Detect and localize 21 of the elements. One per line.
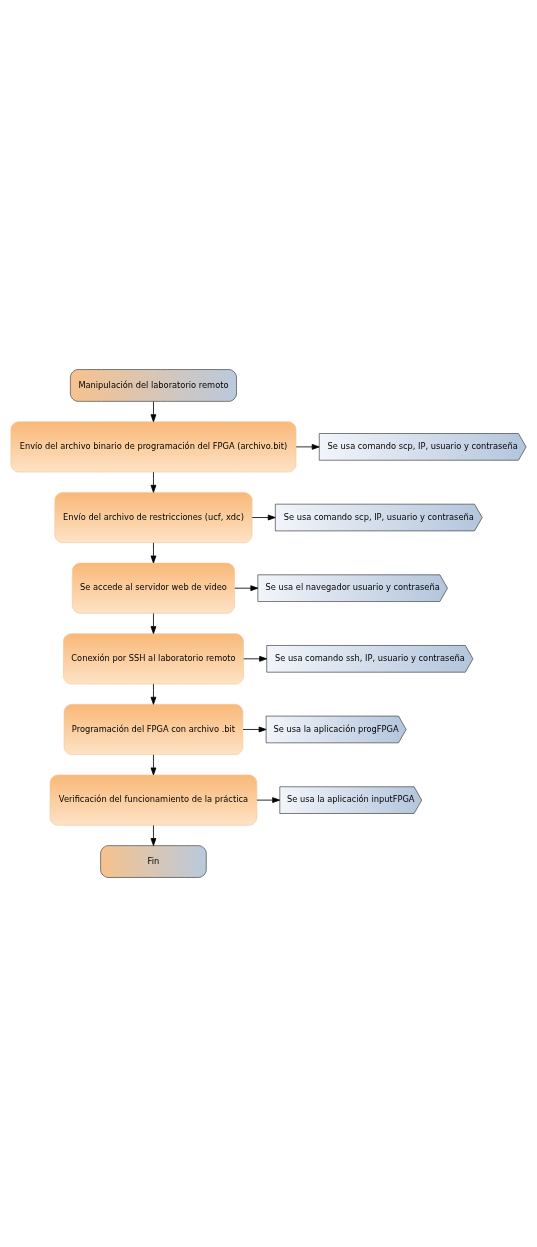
arrow <box>234 585 259 592</box>
arrow <box>243 655 268 662</box>
arrow <box>242 726 267 733</box>
node-box: Verificación del funcionamiento de la práctica <box>49 774 258 826</box>
node-box: Conexión por SSH al laboratorio remoto <box>63 633 244 685</box>
arrow <box>150 471 157 493</box>
arrow <box>150 754 157 776</box>
arrow <box>150 683 157 705</box>
node-box: Programación del FPGA con archivo .bit <box>63 704 244 755</box>
node-box: Fin <box>100 845 207 878</box>
arrow <box>150 825 157 846</box>
arrow <box>251 514 276 521</box>
arrow <box>150 401 157 423</box>
node-box: Envío del archivo binario de programación del FPGA (archivo.bit) <box>10 421 297 473</box>
arrow <box>150 542 157 564</box>
node-box: Se accede al servidor web de video <box>72 562 235 614</box>
arrow <box>150 613 157 635</box>
arrow <box>295 444 320 450</box>
node-box: Envío del archivo de restricciones (ucf, xdc) <box>54 492 253 543</box>
arrow <box>256 797 281 803</box>
node-box: Manipulación del laboratorio remoto <box>70 369 237 402</box>
